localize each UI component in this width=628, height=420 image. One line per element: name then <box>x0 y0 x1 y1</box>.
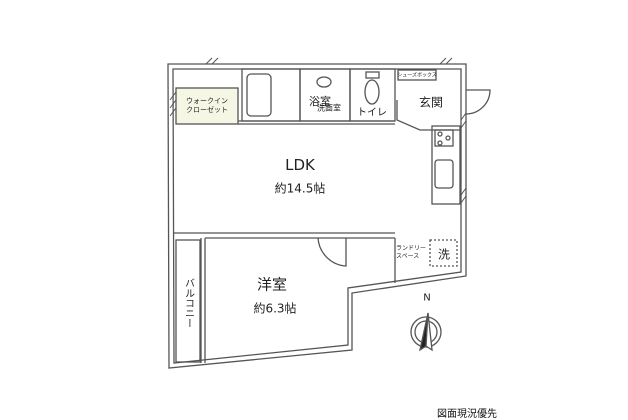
walk-in-closet <box>175 87 239 125</box>
entrance-label: 玄関 <box>418 95 444 110</box>
wic-label-line2: クローゼット <box>186 106 228 114</box>
washer-label: 洗 <box>437 247 451 262</box>
wic-label: ウォークイン クローゼット <box>186 97 228 115</box>
compass-north-label: N <box>423 292 431 304</box>
sink <box>316 76 332 88</box>
toilet-bowl <box>364 79 380 105</box>
laundry-pan <box>429 239 458 267</box>
stove-burner <box>437 131 443 137</box>
kitchen-counter <box>431 125 461 205</box>
balcony-label: バルコニー <box>182 278 194 328</box>
western-room-area: 約6.3帖 <box>253 301 297 316</box>
stove-burner <box>437 140 443 146</box>
balcony <box>175 239 201 363</box>
laundry-label-line2: スペース <box>395 253 420 260</box>
bathtub <box>246 73 272 117</box>
stove <box>434 129 454 147</box>
shoebox-label: シューズボックス <box>397 72 437 79</box>
ldk-label: LDK <box>285 156 315 174</box>
western-room-label: 洋室 <box>256 275 288 294</box>
toilet-tank <box>365 71 380 79</box>
room-door <box>317 237 347 267</box>
bath-label: 浴室 <box>309 95 331 108</box>
western-room-walls <box>173 232 396 363</box>
entrance-door <box>465 89 491 115</box>
compass-rose <box>410 312 442 352</box>
wall-hatching <box>169 57 467 204</box>
kitchen-sink <box>434 159 454 189</box>
stove-burner <box>445 135 451 141</box>
wic-label-line1: ウォークイン <box>186 97 228 105</box>
ldk-area: 約14.5帖 <box>274 181 326 196</box>
laundry-label: ランドリー スペース <box>396 245 426 261</box>
washroom-label: 洗面室 <box>317 103 341 113</box>
outer-wall-inner <box>172 68 462 364</box>
laundry-label-line1: ランドリー <box>395 245 427 252</box>
toilet-label: トイレ <box>357 107 387 119</box>
toilet-room <box>349 68 396 122</box>
outer-wall <box>167 63 467 369</box>
shoebox <box>397 69 437 81</box>
plan-note: 図面現況優先 <box>437 409 497 420</box>
